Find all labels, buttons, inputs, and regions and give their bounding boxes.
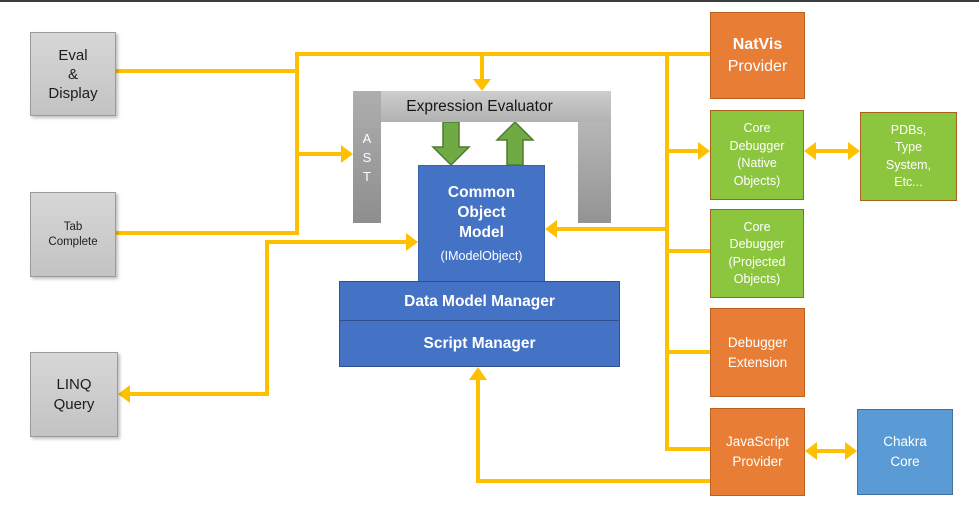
ast-letter: S <box>362 149 372 165</box>
arrowhead-left-into-core-native <box>804 142 816 160</box>
common-object-model-box: Common Object Model (IModelObject) <box>418 165 545 282</box>
box-label-line: Debugger <box>729 237 785 251</box>
box-label: Script Manager <box>423 334 536 352</box>
arrowhead-left-into-linq <box>118 385 130 403</box>
box-label-line: & <box>67 65 78 83</box>
yellow-connectors <box>116 52 849 483</box>
green-down-arrow-icon <box>431 121 471 167</box>
box-label-line: Etc... <box>894 175 923 189</box>
javascript-provider-box: JavaScript Provider <box>710 408 805 496</box>
data-model-manager-box: Data Model Manager <box>339 281 620 322</box>
box-label-line: Core <box>743 121 771 135</box>
arrowhead-down-into-expression-evaluator <box>473 79 491 91</box>
box-label-line: Query <box>53 395 95 413</box>
debugger-extension-box: Debugger Extension <box>710 308 805 397</box>
top-border-line <box>0 0 979 2</box>
left-trunk-line <box>295 52 710 233</box>
ast-letter: T <box>363 168 371 184</box>
arrowhead-right-into-core-native <box>698 142 710 160</box>
box-label-line: PDBs, <box>890 122 927 137</box>
box-label-line: Debugger <box>727 334 788 350</box>
arrowhead-right-into-com <box>406 233 418 251</box>
arrowhead-left-into-com <box>545 220 557 238</box>
chakra-core-box: Chakra Core <box>857 409 953 495</box>
expression-evaluator-right-leg <box>578 122 611 223</box>
linq-query-box: LINQ Query <box>30 352 118 437</box>
arrowhead-right-into-chakra <box>845 442 857 460</box>
ast-letter: A <box>362 130 372 146</box>
box-label-line: Debugger <box>729 138 785 153</box>
arrowhead-up-into-script-manager <box>469 367 487 380</box>
box-label-line: Objects) <box>733 272 781 286</box>
box-label-line: Chakra <box>883 434 927 449</box>
pdbs-type-system-box: PDBs, Type System, Etc... <box>860 112 957 201</box>
box-label-line: Provider <box>727 57 788 75</box>
box-label-line: (Native <box>737 156 777 170</box>
box-label-line: Objects) <box>733 173 781 188</box>
box-label-line: JavaScript <box>725 434 790 449</box>
arrowhead-left-into-javascript-provider <box>805 442 817 460</box>
box-label: Data Model Manager <box>404 292 555 310</box>
tab-complete-box: Tab Complete <box>30 192 116 277</box>
script-manager-box: Script Manager <box>339 320 620 367</box>
core-debugger-projected-box: Core Debugger (Projected Objects) <box>710 209 804 298</box>
box-label-line: Model <box>459 224 504 241</box>
box-label-line: Provider <box>732 454 783 469</box>
box-label-line: Common <box>447 184 516 201</box>
natvis-provider-box: NatVis Provider <box>710 12 805 99</box>
arrowhead-right-into-ast <box>341 145 353 163</box>
box-label-line: Core <box>743 219 771 234</box>
box-label-line: Object <box>457 204 506 221</box>
com-left-arrow-shaft <box>130 240 407 396</box>
green-up-arrow-icon <box>495 120 535 166</box>
box-label-line: NatVis <box>732 35 783 53</box>
core-debugger-native-box: Core Debugger (Native Objects) <box>710 110 804 200</box>
box-label-line: (Projected <box>728 254 786 269</box>
yellow-arrowheads <box>118 79 860 460</box>
box-label-line: Eval <box>58 46 88 64</box>
box-label-line: Core <box>890 454 920 469</box>
box-label-line: System, <box>885 157 932 172</box>
expression-evaluator-bar: Expression Evaluator <box>381 91 611 122</box>
box-label-line: Display <box>48 84 98 102</box>
box-label-line: Extension <box>727 354 788 370</box>
box-label-line: Tab <box>63 220 83 233</box>
arrowhead-right-into-pdbs <box>848 142 860 160</box>
green-block-arrows <box>431 120 535 167</box>
box-label-line: Type <box>894 140 923 154</box>
eval-display-box: Eval & Display <box>30 32 116 116</box>
ast-bar: A S T <box>353 91 381 223</box>
imodelobject-label: (IModelObject) <box>440 249 523 263</box>
box-label-line: Complete <box>48 235 98 248</box>
script-manager-feed-line <box>476 380 710 483</box>
box-label-line: LINQ <box>56 375 92 393</box>
expression-evaluator-label: Expression Evaluator <box>406 97 553 115</box>
